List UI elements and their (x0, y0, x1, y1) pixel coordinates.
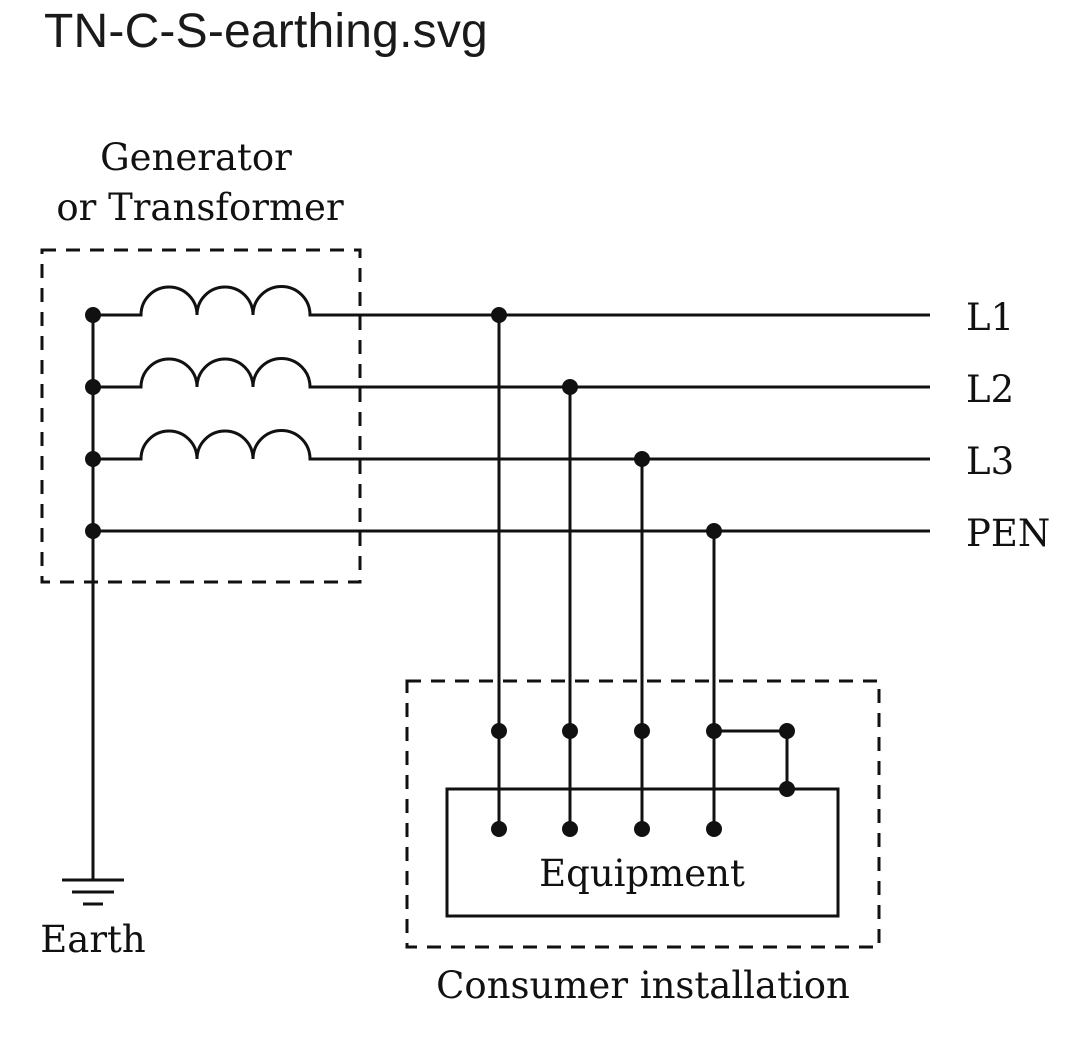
winding-l2 (93, 357, 930, 389)
source-label-line1: Generator (100, 136, 292, 179)
consumer-enclosure (405, 679, 881, 949)
label-pen: PEN (966, 512, 1050, 555)
label-l1: L1 (966, 296, 1014, 339)
junction-dot (491, 723, 507, 739)
junction-dot (634, 723, 650, 739)
pe-link (714, 729, 789, 789)
label-l3: L3 (966, 440, 1014, 483)
earth-symbol (62, 878, 124, 906)
winding-l1 (93, 285, 930, 317)
label-l2: L2 (966, 368, 1014, 411)
source-enclosure (40, 248, 362, 584)
junction-dot (706, 821, 722, 837)
junction-dot (634, 451, 650, 467)
junction-dot (491, 821, 507, 837)
junction-dot (634, 821, 650, 837)
earth-label: Earth (40, 918, 145, 961)
junction-dot (562, 379, 578, 395)
winding-l3 (93, 429, 930, 461)
junction-dots (85, 307, 795, 837)
junction-dot (85, 307, 101, 323)
page-title: TN-C-S-earthing.svg (44, 5, 488, 58)
junction-dot (779, 723, 795, 739)
junction-dot (562, 723, 578, 739)
junction-dot (85, 451, 101, 467)
junction-dot (491, 307, 507, 323)
junction-dot (706, 723, 722, 739)
source-label-line2: or Transformer (56, 186, 344, 229)
equipment-label: Equipment (539, 852, 745, 895)
junction-dot (706, 523, 722, 539)
junction-dot (562, 821, 578, 837)
junction-dot (85, 523, 101, 539)
junction-dot (85, 379, 101, 395)
junction-dot (779, 781, 795, 797)
installation-label: Consumer installation (436, 964, 850, 1007)
